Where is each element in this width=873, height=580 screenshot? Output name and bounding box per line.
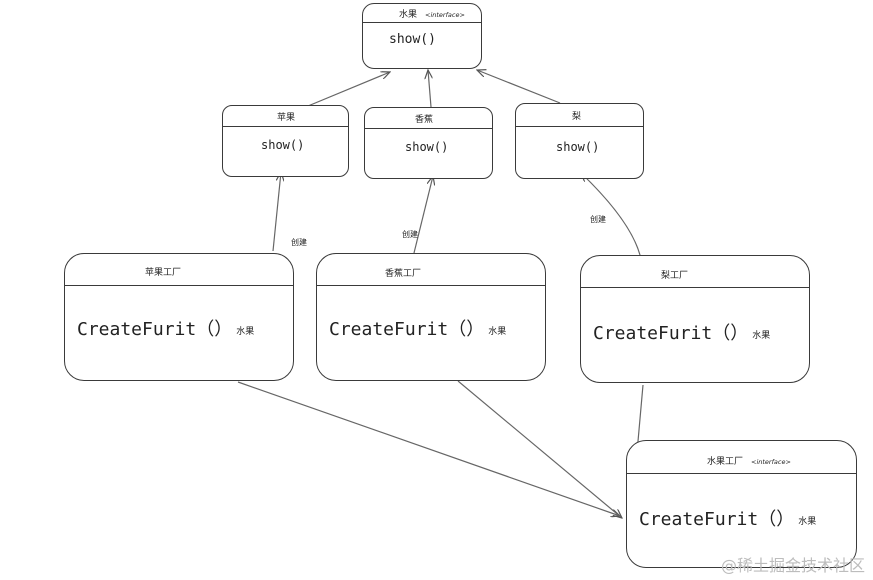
apple-class-box[interactable]: 苹果 show()	[222, 105, 349, 177]
edge-apple-to-fruit	[307, 72, 390, 107]
edge-pearfactory-to-pear	[581, 173, 641, 256]
fruit-factory-interface-title: 水果工厂<interface>	[707, 457, 791, 467]
fruit-interface-box[interactable]: 水果<interface> show()	[362, 3, 482, 69]
edge-banana-to-fruit	[428, 70, 431, 108]
banana-factory-title: 香蕉工厂	[385, 269, 422, 279]
banana-class-box[interactable]: 香蕉 show()	[364, 107, 493, 179]
banana-class-method: show()	[405, 140, 449, 154]
pear-class-box[interactable]: 梨 show()	[515, 103, 644, 179]
edge-pear-to-fruit	[477, 70, 561, 104]
pear-factory-title: 梨工厂	[661, 271, 689, 281]
fruit-factory-interface-box[interactable]: 水果工厂<interface> CreateFurit（）水果	[626, 440, 857, 568]
pear-factory-method: CreateFurit（）水果	[593, 323, 771, 344]
edge-label-create-apple: 创建	[291, 238, 307, 247]
apple-factory-method: CreateFurit（）水果	[77, 319, 255, 340]
watermark: @稀土掘金技术社区	[720, 556, 865, 575]
pear-factory-box[interactable]: 梨工厂 CreateFurit（）水果	[580, 255, 810, 383]
fruit-interface-method: show()	[389, 32, 436, 47]
edge-label-create-banana: 创建	[402, 230, 418, 239]
banana-class-title: 香蕉	[415, 115, 434, 125]
apple-factory-return: 水果	[236, 326, 255, 337]
banana-factory-method: CreateFurit（）水果	[329, 319, 507, 340]
apple-class-method: show()	[261, 138, 305, 152]
apple-class-title: 苹果	[277, 113, 296, 123]
edge-bananafactory-to-banana	[413, 176, 433, 254]
edge-label-create-pear: 创建	[590, 215, 606, 224]
fruit-factory-interface-return: 水果	[798, 516, 817, 527]
fruit-interface-title: 水果<interface>	[399, 10, 465, 20]
apple-factory-box[interactable]: 苹果工厂 CreateFurit（）水果	[64, 253, 294, 381]
edge-bananafactory-to-factory	[457, 380, 622, 518]
pear-factory-return: 水果	[752, 330, 771, 341]
banana-factory-box[interactable]: 香蕉工厂 CreateFurit（）水果	[316, 253, 546, 381]
pear-class-method: show()	[556, 140, 600, 154]
edge-applefactory-to-apple	[272, 172, 281, 252]
banana-factory-return: 水果	[488, 326, 507, 337]
fruit-factory-interface-method: CreateFurit（）水果	[639, 509, 817, 530]
apple-factory-title: 苹果工厂	[145, 268, 182, 278]
pear-class-title: 梨	[572, 112, 582, 122]
edge-applefactory-to-factory	[237, 381, 620, 516]
